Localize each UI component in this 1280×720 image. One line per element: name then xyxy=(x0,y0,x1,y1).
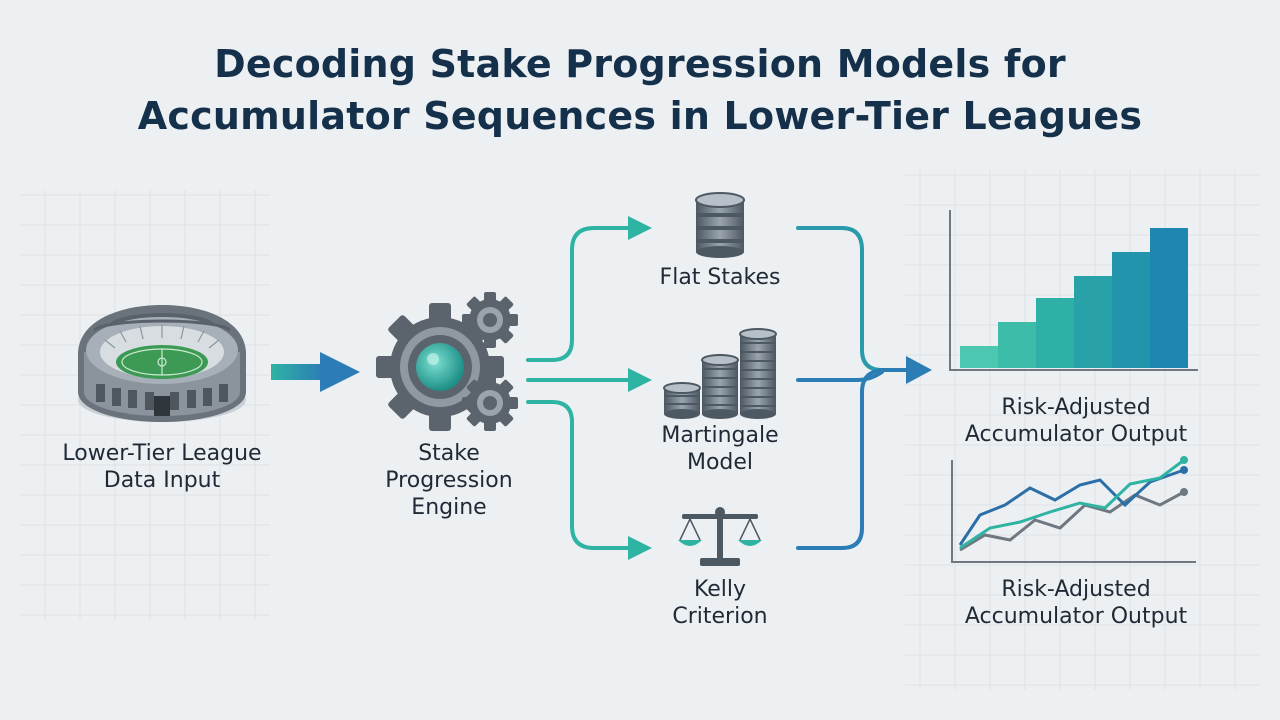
label-output-line: Risk-Adjusted Accumulator Output xyxy=(964,577,1188,629)
branch-connectors xyxy=(526,226,634,550)
connector-from-flat-stakes xyxy=(796,226,884,372)
label-flat-stakes: Flat Stakes xyxy=(659,265,781,290)
bar-chart-icon xyxy=(949,210,1198,371)
connector-from-martingale xyxy=(796,370,884,382)
label-martingale: Martingale Model xyxy=(661,423,779,475)
label-output-bar: Risk-Adjusted Accumulator Output xyxy=(964,395,1188,447)
growing-coin-stacks-icon xyxy=(663,328,777,419)
line-series-gray xyxy=(959,490,1185,552)
connector-to-flat-stakes xyxy=(526,226,634,362)
line-chart-icon xyxy=(951,456,1196,563)
title-line-1: Decoding Stake Progression Models for xyxy=(214,42,1066,86)
page-title: Decoding Stake Progression Models for Ac… xyxy=(0,38,1280,142)
arrowhead-flat xyxy=(628,216,652,240)
line-series-blue xyxy=(958,468,1185,546)
stadium-icon xyxy=(78,305,246,422)
balance-scale-icon xyxy=(678,507,762,566)
arrowhead-output xyxy=(906,356,932,384)
coin-stack-icon xyxy=(695,192,745,258)
branch-arrowheads xyxy=(628,216,652,560)
label-engine: Stake Progression Engine xyxy=(385,441,513,520)
arrow-input-to-engine xyxy=(271,352,360,392)
merge-connectors xyxy=(796,226,910,550)
connector-to-kelly xyxy=(526,400,634,550)
label-data-input: Lower-Tier League Data Input xyxy=(62,441,262,493)
line-series-teal xyxy=(959,458,1185,550)
arrowhead-martingale xyxy=(628,368,652,392)
title-line-2: Accumulator Sequences in Lower-Tier Leag… xyxy=(137,94,1143,138)
arrowhead-kelly xyxy=(628,536,652,560)
connector-from-kelly xyxy=(796,368,884,550)
label-kelly: Kelly Criterion xyxy=(672,577,768,629)
gears-icon xyxy=(376,292,518,431)
